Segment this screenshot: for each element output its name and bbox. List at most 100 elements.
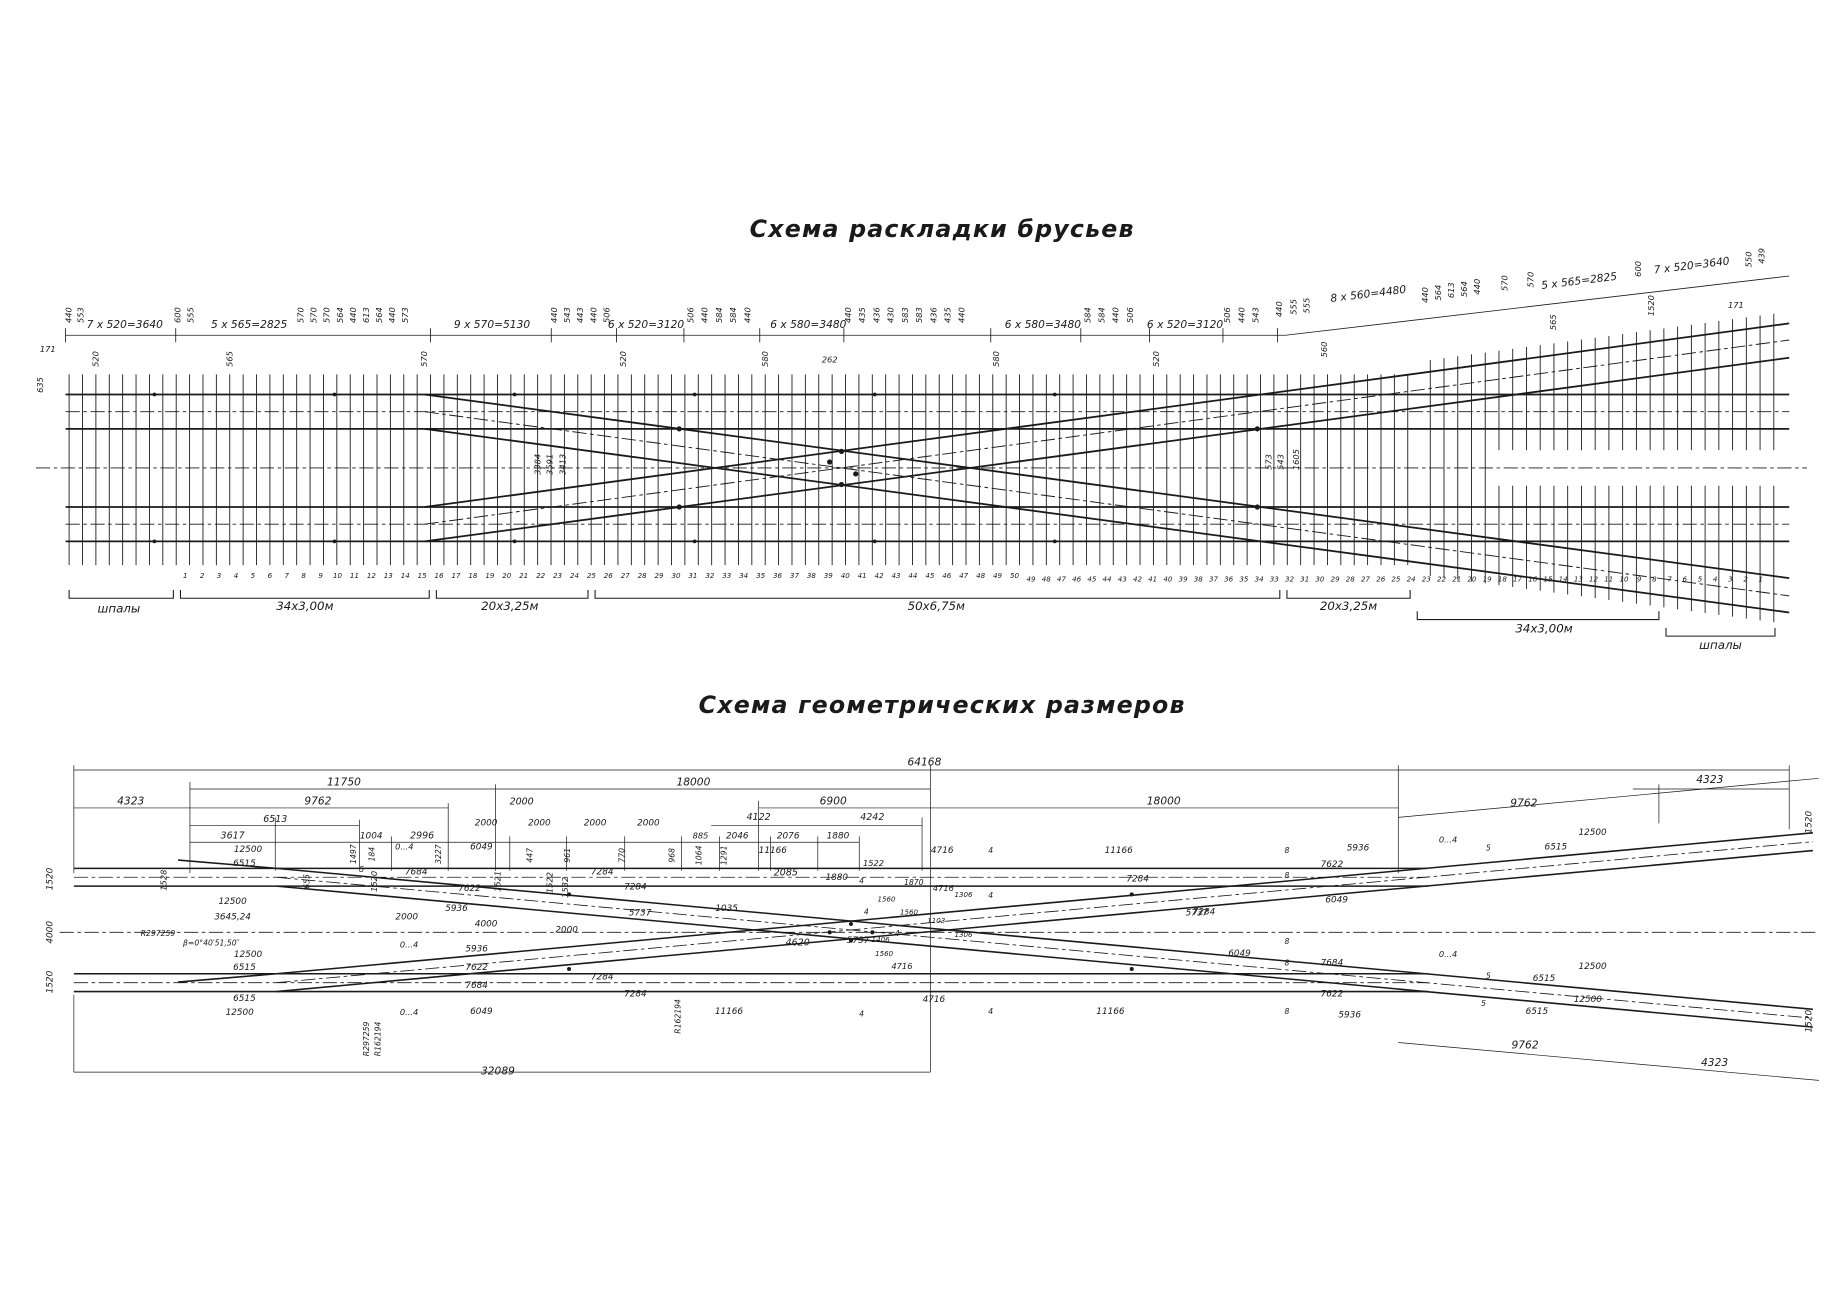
- dim-label: 25: [587, 571, 597, 580]
- dim-label: 29: [655, 571, 665, 580]
- dim-label: 5: [1481, 999, 1486, 1008]
- dim-label: 41: [858, 571, 867, 580]
- dim-label: 1103: [927, 916, 946, 925]
- dim-label: 1605: [1291, 449, 1301, 470]
- dim-label: 27: [1361, 575, 1371, 584]
- dim-label: 6 х 580=3480: [1005, 318, 1081, 331]
- joint-dot: [1254, 426, 1260, 432]
- dim-label: 22: [1437, 575, 1447, 584]
- dim-label: 0...4: [400, 940, 418, 950]
- bottom-centerlines: [59, 841, 1819, 1019]
- dim-label: 13: [384, 571, 394, 580]
- dim-label: 42: [875, 571, 885, 580]
- dim-label: 32: [1285, 575, 1295, 584]
- joint-dot: [332, 392, 337, 397]
- bottom-diagram-linework: [59, 765, 1819, 1081]
- joint-dot: [827, 930, 832, 935]
- joint-dot: [838, 448, 845, 454]
- dim-label: 26: [604, 571, 614, 580]
- dim-label: 520: [618, 351, 628, 367]
- dim-label: 570: [296, 307, 306, 323]
- dim-label: 3384: [533, 454, 543, 475]
- dim-label: 35: [756, 571, 766, 580]
- dim-label: 4716: [891, 961, 912, 971]
- dim-label: 39: [824, 571, 834, 580]
- dim-label: 17: [451, 571, 461, 580]
- dim-label: 440: [700, 307, 710, 323]
- dim-label: 770: [618, 848, 627, 863]
- dim-label: 6: [1683, 575, 1688, 584]
- dim-label: 8: [1284, 871, 1289, 880]
- joint-dot: [692, 392, 697, 397]
- dim-label: 600: [1633, 261, 1643, 277]
- dim-label: 23: [553, 571, 563, 580]
- dim-label: 7684: [405, 867, 428, 877]
- dim-label: 4000: [46, 921, 56, 944]
- dim-label: 4: [988, 891, 993, 900]
- dim-label: 4716: [931, 846, 954, 856]
- dim-label: 6049: [1325, 896, 1348, 906]
- dim-label: 2076: [777, 832, 800, 842]
- dim-label: 18: [1498, 575, 1508, 584]
- dim-label: 435: [942, 307, 952, 323]
- dim-label: 7: [284, 571, 289, 580]
- dim-label: 5936: [1347, 844, 1370, 854]
- dim-label: 2085: [774, 867, 798, 878]
- dim-label: 613: [1446, 282, 1456, 298]
- dim-label: 49: [1027, 575, 1037, 584]
- dim-label: 1532: [560, 877, 570, 898]
- dim-label: 40: [1163, 575, 1173, 584]
- dim-label: 43: [891, 571, 901, 580]
- dim-label: 7284: [591, 973, 614, 983]
- dim-label: 11: [1604, 575, 1613, 584]
- dim-label: 4323: [1696, 773, 1723, 786]
- dim-label: 12500: [218, 897, 247, 907]
- dim-label: 1880: [825, 873, 848, 883]
- dim-label: 9: [318, 571, 323, 580]
- dim-label: 5 х 565=2825: [211, 318, 287, 331]
- dim-label: 12: [367, 571, 377, 580]
- dim-label: 38: [1194, 575, 1204, 584]
- dim-label: 1522: [863, 858, 884, 868]
- dim-label: 440: [742, 307, 752, 323]
- dim-label: 555: [1288, 299, 1298, 315]
- dim-label: 9762: [1511, 1038, 1538, 1051]
- dim-label: 1004: [360, 832, 383, 842]
- dim-label: 2000: [637, 819, 660, 829]
- dim-label: 7622: [458, 884, 481, 894]
- dim-label: 4620: [786, 937, 810, 948]
- dim-label: 543: [1275, 454, 1285, 470]
- joint-dot: [853, 471, 859, 477]
- dim-label: 440: [1236, 307, 1246, 323]
- dim-label: 27: [621, 571, 631, 580]
- dim-label: 5: [1486, 844, 1491, 853]
- dim-label: 5: [1698, 575, 1703, 584]
- dim-label: 7684: [1321, 958, 1344, 968]
- joint-dot: [872, 539, 877, 544]
- dim-label: 5737: [1186, 909, 1209, 919]
- dim-label: 21: [1452, 575, 1461, 584]
- top-diagram-ties: [68, 313, 1775, 623]
- dim-label: 2000: [528, 819, 551, 829]
- dim-label: 1870: [904, 878, 924, 887]
- dim-label: 29: [1331, 575, 1341, 584]
- joint-dot: [676, 426, 682, 432]
- dim-label: 2996: [410, 831, 434, 842]
- dim-label: 506: [601, 307, 611, 323]
- dim-label: 30: [671, 571, 681, 580]
- dim-label: 543: [1250, 307, 1260, 323]
- top-rails: [65, 322, 1790, 614]
- joint-dot: [1129, 892, 1134, 897]
- dim-label: 1880: [827, 832, 850, 842]
- dim-label: 3591: [544, 454, 554, 475]
- dim-label: 440: [1472, 279, 1482, 295]
- dim-label: 32089: [481, 1064, 515, 1077]
- dim-label: 7 х 520=3640: [87, 318, 163, 331]
- dim-label: 1520: [46, 970, 56, 993]
- dim-label: 2: [1743, 575, 1748, 584]
- dim-label: 17: [1513, 575, 1523, 584]
- dim-label: 4: [234, 571, 239, 580]
- dim-label: 41: [1148, 575, 1157, 584]
- dim-label: 961: [563, 848, 572, 863]
